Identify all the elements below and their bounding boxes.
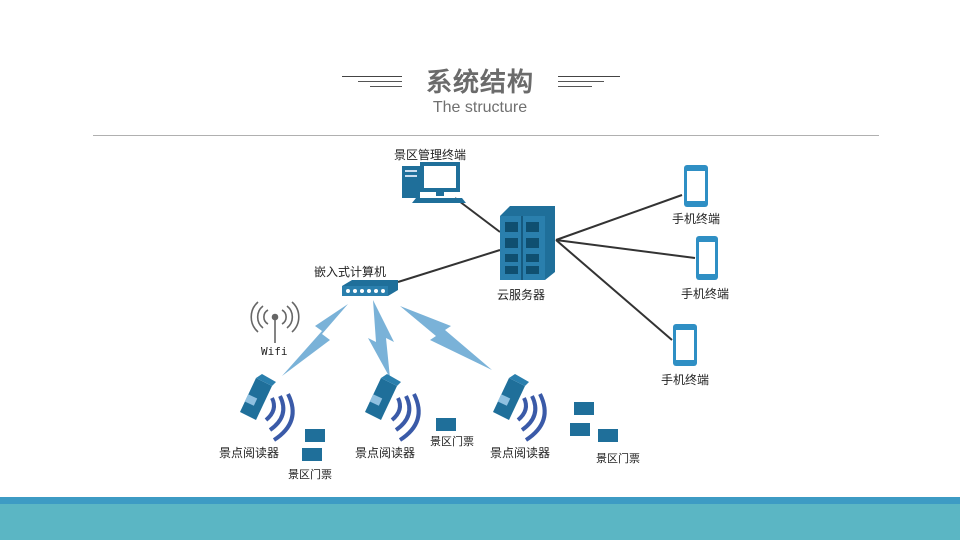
wireless-bolt-3 bbox=[400, 306, 492, 370]
management-terminal-label: 景区管理终端 bbox=[394, 148, 467, 162]
phone-icon-2 bbox=[696, 236, 718, 280]
signal-waves-1 bbox=[264, 393, 295, 442]
ticket-label-1: 景区门票 bbox=[288, 468, 332, 481]
ticket-card-1a bbox=[305, 429, 325, 442]
reader-label-1: 景点阅读器 bbox=[219, 446, 280, 460]
phone-terminal-label-2: 手机终端 bbox=[681, 287, 730, 301]
title-decoration-left-3 bbox=[370, 86, 402, 87]
ticket-card-2 bbox=[436, 418, 456, 431]
cloud-server-label: 云服务器 bbox=[497, 288, 546, 302]
phone-icon-1 bbox=[684, 165, 708, 207]
phone-terminal-label-3: 手机终端 bbox=[661, 373, 710, 387]
title-decoration-left-2 bbox=[358, 81, 402, 82]
reader-label-2: 景点阅读器 bbox=[355, 446, 416, 460]
reader-icon-3 bbox=[493, 374, 529, 420]
ticket-label-3: 景区门票 bbox=[596, 452, 640, 465]
reader-label-3: 景点阅读器 bbox=[490, 446, 551, 460]
title-decoration-right-3 bbox=[558, 86, 592, 87]
cloud-server-icon bbox=[500, 206, 555, 280]
wifi-label: Wifi bbox=[261, 345, 288, 358]
footer-bar bbox=[0, 504, 960, 540]
title-decoration-right-1 bbox=[558, 76, 620, 77]
link-server-phone-1 bbox=[555, 194, 683, 241]
signal-waves-2 bbox=[390, 393, 421, 442]
link-server-management bbox=[454, 197, 501, 233]
management-terminal-icon bbox=[402, 162, 466, 203]
footer-accent-bar bbox=[0, 497, 960, 504]
embedded-computer-label: 嵌入式计算机 bbox=[314, 265, 387, 279]
link-server-phone-2 bbox=[555, 239, 696, 259]
ticket-card-3a bbox=[574, 402, 594, 415]
reader-icon-1 bbox=[240, 374, 276, 420]
header-divider bbox=[93, 135, 879, 136]
wireless-bolt-2 bbox=[368, 300, 394, 378]
ticket-label-2: 景区门票 bbox=[430, 435, 474, 448]
phone-icon-3 bbox=[673, 324, 697, 366]
link-server-phone-3 bbox=[555, 239, 673, 341]
embedded-computer-icon bbox=[342, 280, 398, 296]
ticket-card-3c bbox=[598, 429, 618, 442]
reader-icon-2 bbox=[365, 374, 401, 420]
page-subtitle: The structure bbox=[432, 99, 528, 116]
wifi-icon bbox=[250, 301, 300, 343]
ticket-card-1b bbox=[302, 448, 322, 461]
link-server-embedded bbox=[397, 249, 501, 283]
wireless-bolt-1 bbox=[282, 304, 348, 376]
signal-waves-3 bbox=[516, 393, 547, 442]
title-decoration-left-1 bbox=[342, 76, 402, 77]
title-decoration-right-2 bbox=[558, 81, 604, 82]
page-title: 系统结构 bbox=[425, 68, 534, 98]
phone-terminal-label-1: 手机终端 bbox=[672, 212, 721, 226]
ticket-card-3b bbox=[570, 423, 590, 436]
